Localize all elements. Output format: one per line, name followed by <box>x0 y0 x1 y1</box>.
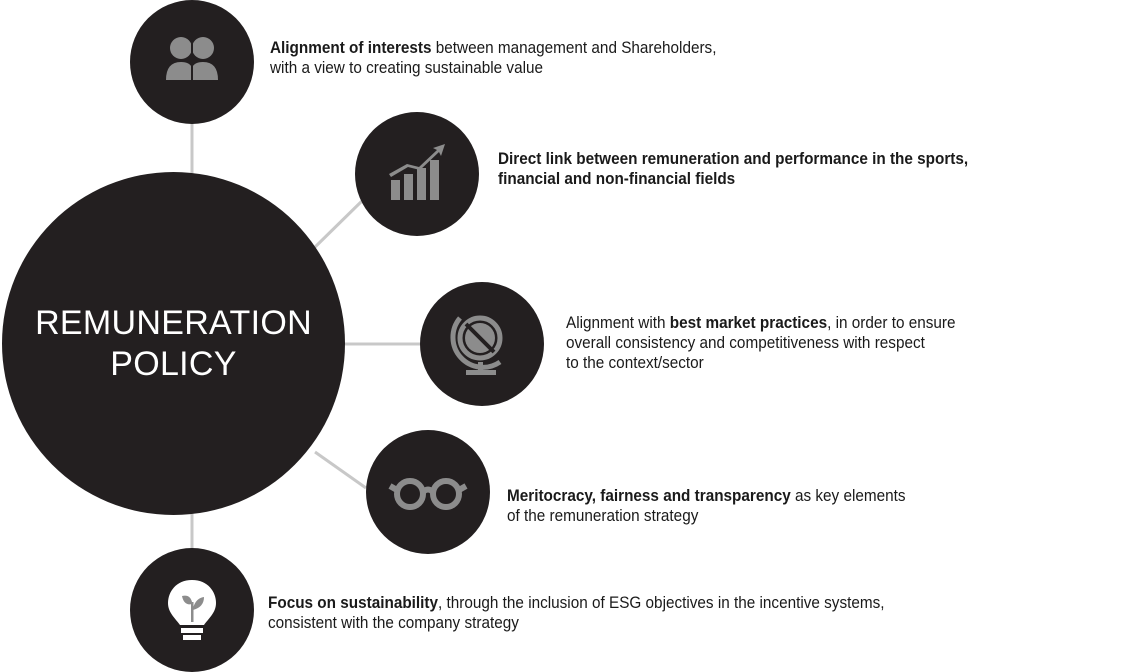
remuneration-policy-hub: REMUNERATION POLICY <box>2 172 345 515</box>
sustainability-node <box>130 548 254 672</box>
lightbulb-leaf-icon <box>168 580 216 640</box>
caption-3-rest: , in order to ensure <box>827 313 956 332</box>
caption-5-bold: Focus on sustainability <box>268 593 439 612</box>
caption-4-line2: of the remuneration strategy <box>507 506 699 525</box>
sustainability-caption: Focus on sustainability, through the inc… <box>268 593 885 633</box>
caption-3-line3: to the context/sector <box>566 353 704 372</box>
performance-link-caption: Direct link between remuneration and per… <box>498 149 968 189</box>
caption-1-rest: between management and Shareholders, <box>431 38 717 57</box>
alignment-interests-node <box>130 0 254 124</box>
caption-2-line2: financial and non-financial fields <box>498 169 736 188</box>
caption-2-bold: Direct link between remuneration and per… <box>498 149 969 168</box>
bar-chart-growth-icon <box>389 144 445 200</box>
performance-link-node <box>355 112 479 236</box>
hub-title-line1: REMUNERATION <box>35 303 312 342</box>
caption-5-rest: , through the inclusion of ESG objective… <box>438 593 885 612</box>
best-practices-caption: Alignment with best market practices, in… <box>566 313 956 373</box>
meritocracy-node <box>366 430 490 554</box>
connector-glasses <box>314 450 367 490</box>
connector-chart <box>310 196 367 252</box>
caption-4-bold: Meritocracy, fairness and transparency <box>507 486 791 505</box>
alignment-interests-caption: Alignment of interests between managemen… <box>270 38 716 78</box>
meritocracy-caption: Meritocracy, fairness and transparency a… <box>507 486 906 526</box>
glasses-icon <box>388 478 468 510</box>
connector-lines <box>190 120 420 556</box>
best-practices-node <box>420 282 544 406</box>
caption-1-bold: Alignment of interests <box>270 38 432 57</box>
caption-3-bold: best market practices <box>669 313 828 332</box>
hub-title-line2: POLICY <box>110 344 237 383</box>
caption-3-pre: Alignment with <box>566 313 670 332</box>
caption-3-line2: overall consistency and competitiveness … <box>566 333 925 352</box>
caption-5-line2: consistent with the company strategy <box>268 613 519 632</box>
two-people-icon <box>166 36 218 82</box>
caption-1-line2: with a view to creating sustainable valu… <box>270 58 544 77</box>
globe-icon <box>450 315 503 375</box>
caption-4-rest: as key elements <box>790 486 906 505</box>
